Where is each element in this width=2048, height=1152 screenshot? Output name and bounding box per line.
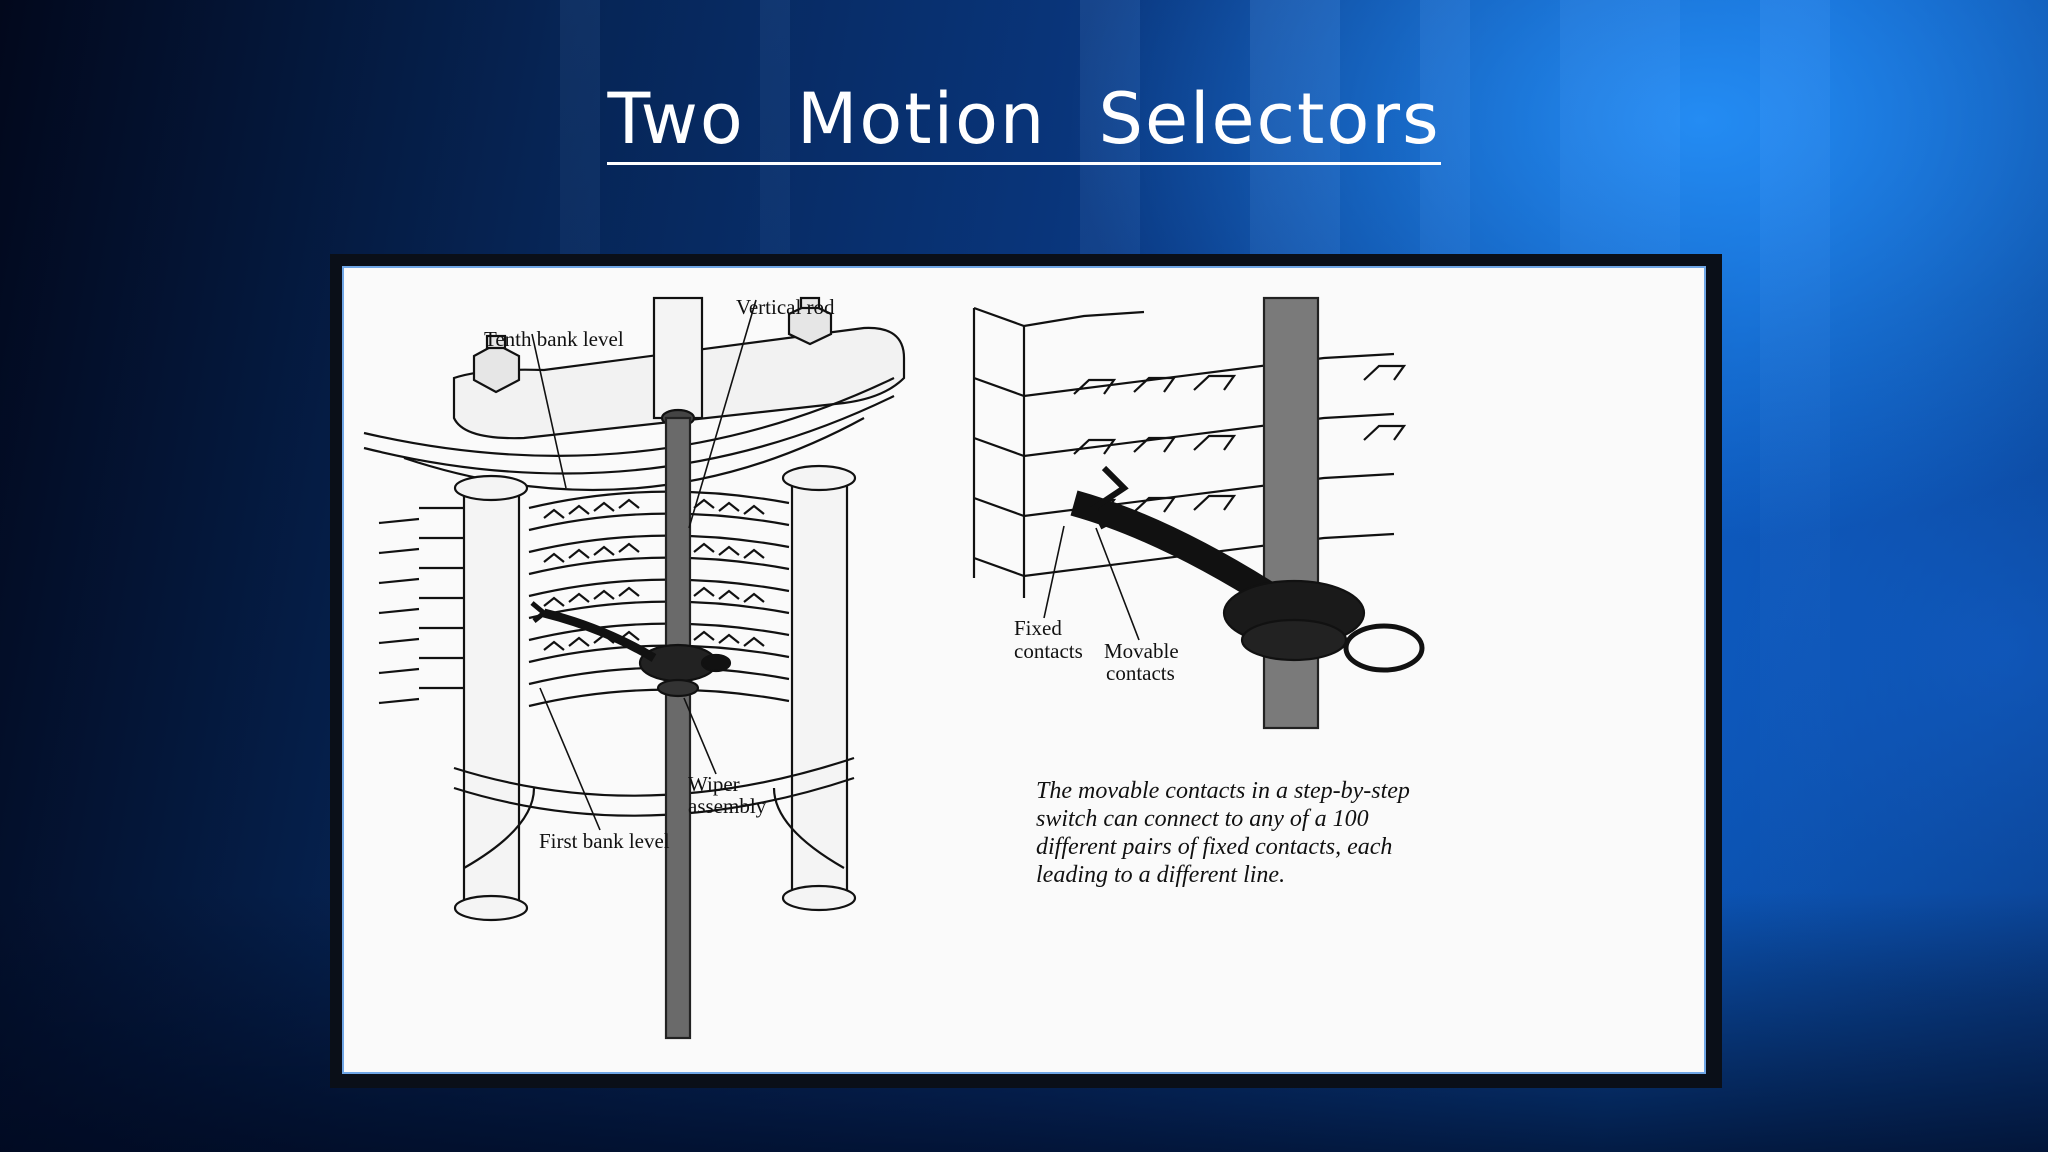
figure-frame: Vertical rod Tenth bank level Wiper asse…: [330, 254, 1722, 1088]
slide-title: Two Motion Selectors: [0, 78, 2048, 165]
selector-illustration: Vertical rod Tenth bank level Wiper asse…: [363, 295, 1425, 1040]
caption-line-3: different pairs of fixed contacts, each: [1036, 834, 1392, 860]
caption-line-1: The movable contacts in a step-by-step: [1036, 778, 1410, 804]
label-movable-line1: Movable: [1104, 639, 1179, 663]
label-vertical-rod: Vertical rod: [736, 295, 835, 319]
figure-panel: Vertical rod Tenth bank level Wiper asse…: [342, 266, 1706, 1074]
label-first-bank-level: First bank level: [539, 829, 670, 853]
label-wiper-line1: Wiper: [688, 772, 740, 796]
left-diagram: [363, 296, 906, 1040]
label-fixed-line1: Fixed: [1014, 616, 1062, 640]
caption-line-4: leading to a different line.: [1036, 862, 1285, 888]
label-tenth-bank-level: Tenth bank level: [484, 327, 624, 351]
right-diagram: [972, 296, 1425, 730]
label-wiper-line2: assembly: [688, 794, 767, 818]
label-fixed-line2: contacts: [1014, 639, 1083, 663]
label-movable-line2: contacts: [1106, 661, 1175, 685]
slide-title-text: Two Motion Selectors: [607, 78, 1441, 165]
caption-line-2: switch can connect to any of a 100: [1036, 806, 1369, 832]
